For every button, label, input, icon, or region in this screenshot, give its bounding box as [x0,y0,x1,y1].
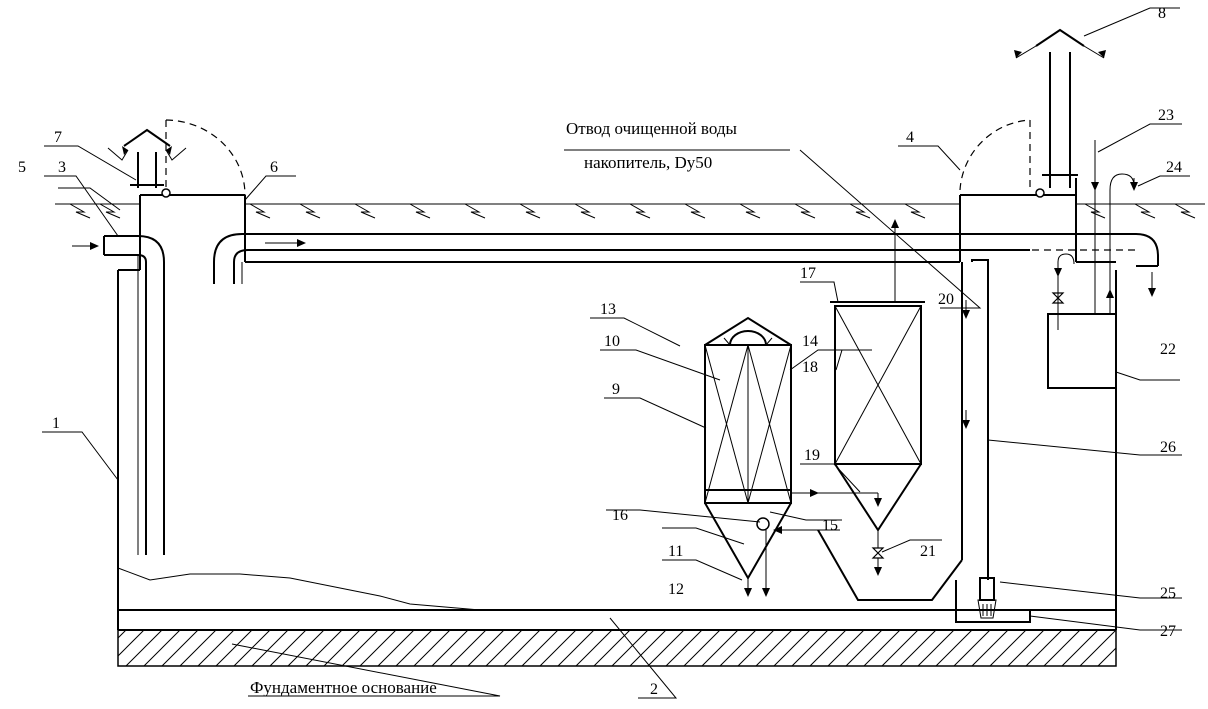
callout-6: 6 [270,159,278,176]
outlet-caption: Отвод очищенной воды [566,119,737,138]
callout-2: 2 [650,681,658,698]
callout-9: 9 [612,381,620,398]
service-pipes [1051,140,1138,330]
callout-7: 7 [54,129,62,146]
riser-pipe [961,259,989,580]
transfer-pipe [213,233,1159,297]
storage-tank [1047,313,1117,389]
callout-13: 13 [600,301,616,318]
callout-10: 10 [604,333,620,350]
left-vent-pipe [107,128,187,188]
callout-12: 12 [668,581,684,598]
callout-25: 25 [1160,585,1176,602]
callout-11: 11 [668,543,683,560]
inlet-pipe [72,235,165,555]
filter-column [704,316,840,597]
callout-21: 21 [920,543,936,560]
callout-23: 23 [1158,107,1174,124]
callout-22: 22 [1160,341,1176,358]
foundation-base [117,629,1117,667]
callout-27: 27 [1160,623,1176,640]
callout-24: 24 [1166,159,1182,176]
callout-18: 18 [802,359,818,376]
sludge-bowl [817,529,963,601]
outlet-caption-sub: накопитель, Dy50 [584,153,712,172]
valve-icon [1051,292,1065,304]
ground-surface-left [55,203,960,219]
leader-lines [42,7,1190,699]
callout-labels: 1 2 3 4 5 6 7 8 9 10 11 12 13 14 15 16 1… [18,5,1182,698]
right-vent-pipe [1014,28,1106,188]
callout-1: 1 [52,415,60,432]
callout-5: 5 [18,159,26,176]
filter-collector [756,517,770,531]
valve-icon [871,547,885,559]
hatch-hinge-left [161,188,171,198]
callout-20: 20 [938,291,954,308]
callout-26: 26 [1160,439,1176,456]
callout-8: 8 [1158,5,1166,22]
callout-4: 4 [906,129,914,146]
callout-14: 14 [802,333,818,350]
ground-surface-right [1076,203,1205,219]
callout-19: 19 [804,447,820,464]
foundation-caption: Фундаментное основание [250,678,437,697]
left-manhole [139,119,246,270]
callout-3: 3 [58,159,66,176]
callout-15: 15 [822,517,838,534]
callout-17: 17 [800,265,816,282]
callout-16: 16 [612,507,628,524]
hatch-hinge-right [1035,188,1045,198]
sediment-layer [117,567,481,611]
right-manhole [959,119,1077,262]
